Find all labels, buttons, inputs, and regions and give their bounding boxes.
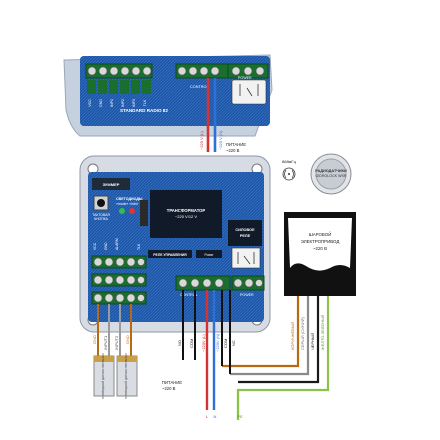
wire-label-gray: СЕРЫЙ (СИНИЙ) [300,317,305,350]
valve-label-1: ШАРОВОЙ [309,232,332,237]
valve-wires: КОРИЧНЕВЫЙ СЕРЫЙ (СИНИЙ) ЧЕРНЫЙ ЖЕЛТО-ЗЕ… [222,296,330,420]
wire-label-220n: ~220V (N) [215,333,220,352]
top-label-gnd: GND [99,99,103,107]
wire-label-brown: КОРИЧНЕВЫЙ [290,322,295,350]
wire-label-220l: ~220V (L) [201,334,206,352]
power-relay-label-2: РЕЛЕ [240,234,251,238]
wire-label-black: ЧЕРНЫЙ [310,333,315,350]
control-relay-label: РЕЛЕ УПРАВЛЕНИЯ [153,253,187,257]
main-terminal-block-control: CONTROL [175,275,231,297]
top-label-inp1: INP1 [110,99,114,107]
wire-label-com2: COM [223,339,228,348]
bottom-letter-n: N [214,414,217,419]
power-led-label: Power [204,253,214,257]
main-vertical-labels: VCC GND ALARM TLK [93,238,141,250]
radio-sensor-line-1: РАДИОДАТЧИКИ [315,169,347,173]
radio-frequency: 868мГц [282,159,297,164]
transformer-label-1: ТРАНСФОРМАТОР [167,208,206,213]
bottom-power-caption-1: ПИТАНИЕ [162,380,182,385]
radio-sensor-line-2: GIDROLOCK WSR [316,174,347,178]
top-terminal-block-left [85,63,153,94]
main-terminal-block-left [91,255,147,305]
radio-link: 868мГц РАДИОДАТЧИКИ GIDROLOCK WSR [282,153,352,195]
valve-label-3: ~220 В [313,246,327,251]
buzzer [92,178,130,190]
leds-title: СВЕТОДИОДЫ [116,197,143,201]
wire-label-com1: COM [189,339,194,348]
wire-label-nc: NC [231,340,236,346]
transformer-label-2: ~220 V/12 V [175,214,197,219]
wired-leak-sensors: ПРОВОДНОЙ ДАТЧИК ПРОТЕЧКИ ПРОВОДНОЙ ДАТЧ… [93,353,138,399]
top-board-name: STANDARD RADIO 82 [120,108,168,113]
main-label-alarm: ALARM [115,238,119,250]
bottom-power-caption-2: ~220 В [162,386,176,391]
wire-label-input1: INPUT1 [103,335,108,350]
top-control-label: CONTROL [190,85,209,89]
top-power-label: POWER [238,76,252,80]
led-info [129,208,135,214]
valve-label-2: ЭЛЕКТРОПРИВОД [301,239,340,244]
wire-label-input2: INPUT2 [114,335,119,350]
main-label-tlk: TLK [137,243,141,250]
top-label-vcc: VCC [88,99,92,107]
transformer [150,190,222,238]
led-mode [119,208,125,214]
top-board: VCC GND INP1 INP2 INP3 TLK CONTROL POWER… [63,54,273,137]
tact-label-1: ТАКТОВАЯ [92,213,110,217]
main-power-label: POWER [240,293,254,297]
wire-label-yellowgreen: ЖЕЛТО-ЗЕЛЕНЫЙ [320,315,325,351]
bottom-wire-labels: GND INPUT1 INPUT2 GND NO COM ~220V (L) ~… [92,333,236,352]
power-relay [228,220,262,246]
buzzer-label: ЗУММЕР [103,182,120,187]
bottom-letter-pe: PE [237,414,243,419]
top-power-caption-1: ПИТАНИЕ [226,142,246,147]
bottom-letter-l: L [206,414,209,419]
top-power-caption-2: ~220 В [226,148,240,153]
top-terminal-block-power: POWER [227,63,269,105]
top-label-inp3: INP3 [132,99,136,107]
control-relay [148,250,192,258]
main-terminal-block-power: POWER [231,275,265,297]
top-terminal-labels: VCC GND INP1 INP2 INP3 TLK [88,99,147,107]
top-power-wires: ~220 V (L) ~220 V (N) ПИТАНИЕ ~220 В [199,78,246,153]
wired-sensor-2-text: ПРОВОДНОЙ ДАТЧИК ПРОТЕЧКИ [124,353,128,398]
main-label-gnd: GND [104,242,108,250]
bottom-power: ПИТАНИЕ ~220 В L N PE [162,380,243,420]
wire-label-no: NO [177,340,182,346]
leds-sub: «mode» «info» [116,202,139,206]
wired-sensor-1-text: ПРОВОДНОЙ ДАТЧИК ПРОТЕЧКИ [101,353,105,398]
top-wire-n-label: ~220 V (N) [218,130,223,150]
wire-label-gnd-left: GND [92,335,97,344]
top-wire-l-label: ~220 V (L) [199,131,204,150]
top-label-inp2: INP2 [121,99,125,107]
bottom-wires [97,290,231,410]
tact-label-2: КНОПКА [94,217,108,221]
power-relay-label-1: СИЛОВОЕ [235,228,255,232]
main-control-label: CONTROL [180,293,198,297]
main-board: ЗУММЕР ТАКТОВАЯ КНОПКА СВЕТОДИОДЫ «mode»… [79,155,271,333]
ball-valve-actuator: ШАРОВОЙ ЭЛЕКТРОПРИВОД ~220 В [284,212,356,296]
top-label-tlk: TLK [143,99,147,106]
wire-label-gnd-mid: GND [125,335,130,344]
main-label-vcc: VCC [93,242,97,250]
